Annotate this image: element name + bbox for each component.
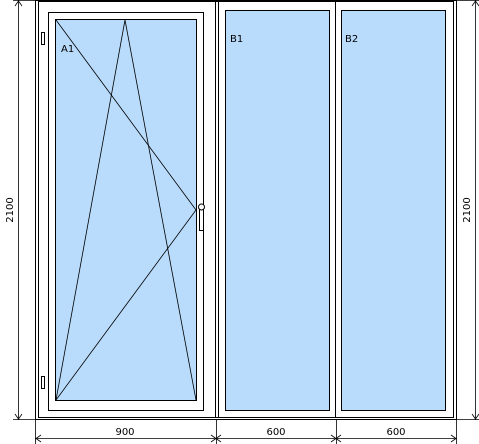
dimension-widths-bottom <box>35 420 457 444</box>
dimension-label-width-b1: 600 <box>266 427 285 438</box>
dimension-label-height-right: 2100 <box>462 197 473 222</box>
hinge-top-icon <box>41 32 45 45</box>
pane-b1: B1 <box>225 10 330 411</box>
hinge-bottom-icon <box>41 376 45 389</box>
pane-label-a1: A1 <box>61 44 74 55</box>
pane-label-b1: B1 <box>230 34 243 45</box>
pane-label-b2: B2 <box>345 34 358 45</box>
dimension-height-right <box>456 0 479 420</box>
sash-a1: A1 <box>41 12 205 411</box>
outer-frame <box>35 0 457 420</box>
dimension-height-left <box>13 0 35 420</box>
glass-pane-b1 <box>225 10 330 411</box>
pane-b2: B2 <box>341 10 446 411</box>
dimension-label-width-a: 900 <box>115 427 134 438</box>
opening-lines-a1 <box>55 19 197 401</box>
dimension-label-width-b2: 600 <box>386 427 405 438</box>
dimension-label-height-left: 2100 <box>5 197 16 222</box>
glass-pane-b2 <box>341 10 446 411</box>
glass-pane-a1 <box>55 19 197 401</box>
handle-icon <box>198 203 205 231</box>
